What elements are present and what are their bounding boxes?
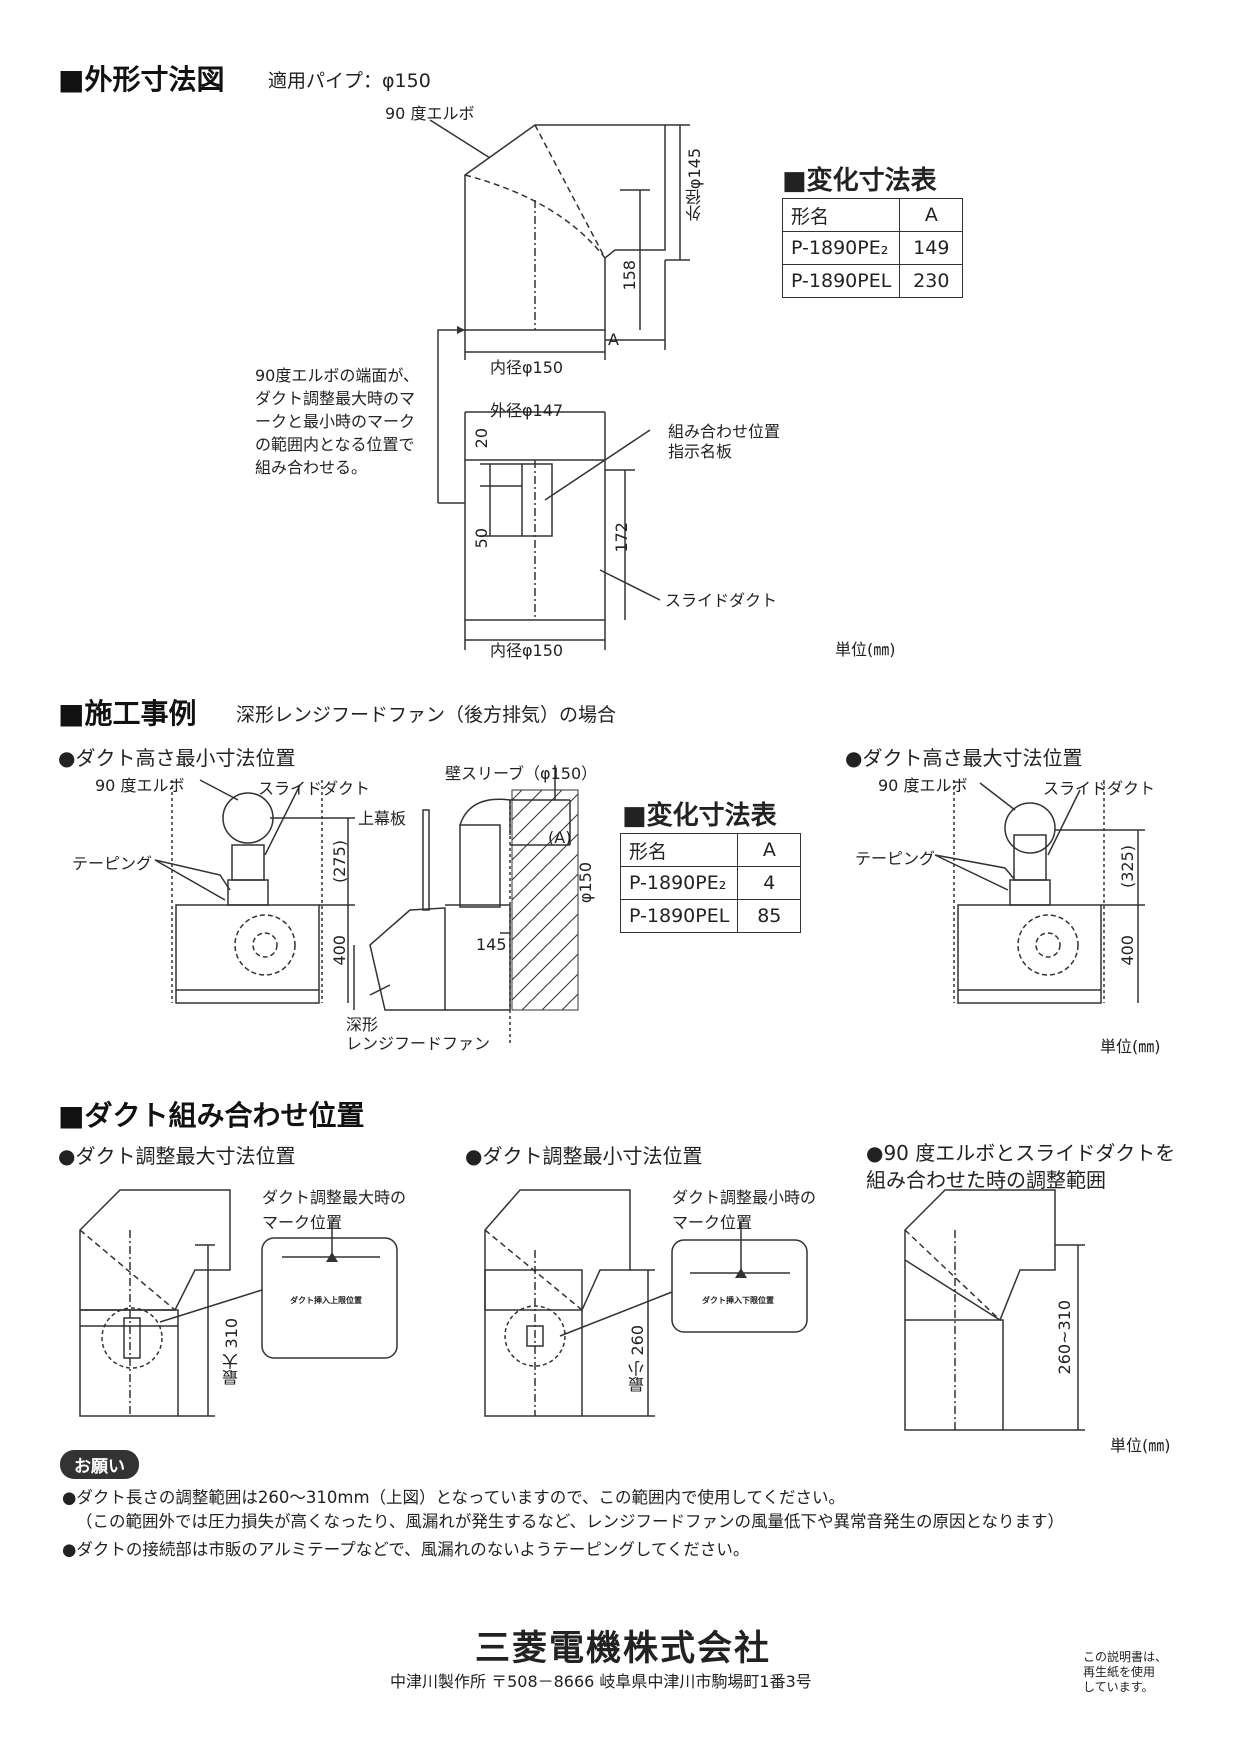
dim-145: 145 (476, 935, 507, 954)
value-cell: 85 (737, 899, 802, 933)
combo-min-dim: 最小 260 (628, 1325, 647, 1393)
outer-diameter-147: 外径φ147 (490, 401, 564, 420)
value-cell: 230 (899, 264, 964, 298)
table-row: P-1890PE₂ 4 (619, 866, 802, 900)
note-line-3: ●ダクトの接続部は市販のアルミテープなどで、風漏れのないようテーピングしてくださ… (62, 1540, 750, 1559)
combo-min-drawing (484, 1189, 808, 1417)
unit-label-2: 単位(㎜) (1100, 1037, 1161, 1056)
nameplate-label: 組み合わせ位置 指示名板 (668, 422, 781, 461)
request-badge: お願い (60, 1450, 139, 1479)
combo-range-drawing (904, 1189, 1085, 1431)
upper-board-label: 上幕板 (358, 809, 407, 828)
change-dimension-table-1: 形名 A P-1890PE₂ 149 P-1890PEL 230 (781, 198, 964, 298)
dim-a-side: (A) (548, 828, 572, 847)
header-model: 形名 (619, 833, 739, 867)
dim-400-right: 400 (1118, 935, 1137, 966)
wall-sleeve-label: 壁スリーブ（φ150） (445, 764, 598, 783)
min-elbow-label: 90 度エルボ (95, 776, 185, 795)
min-slide-label: スライドダクト (258, 779, 371, 798)
unit-label-3: 単位(㎜) (1110, 1436, 1171, 1455)
section-outline-title: ■外形寸法図 (58, 63, 225, 96)
table-header-row: 形名 A (619, 833, 802, 867)
company-name: 三菱電機株式会社 (475, 1629, 772, 1669)
hood-max-drawing (953, 780, 1145, 1004)
combo-max-drawing (79, 1189, 398, 1417)
header-a: A (899, 198, 964, 232)
max-slide-label: スライドダクト (1043, 779, 1156, 798)
change-table-title-2: ■変化寸法表 (622, 801, 777, 831)
value-cell: 149 (899, 231, 964, 265)
section-example-title: ■施工事例 (58, 697, 197, 730)
header-a: A (737, 833, 802, 867)
dim-a: A (608, 330, 619, 349)
dim-325: (325) (1118, 845, 1137, 889)
value-cell: 4 (737, 866, 802, 900)
table-row: P-1890PE₂ 149 (781, 231, 964, 265)
combo-min-plate: ダクト挿入下限位置 (702, 1296, 774, 1305)
combo-max-callout: ダクト調整最大時の マーク位置 (262, 1188, 407, 1232)
dim-20: 20 (472, 428, 491, 449)
slide-duct-label: スライドダクト (665, 591, 778, 610)
hood-min-drawing (171, 780, 355, 1004)
min-taping-label: テーピング (72, 854, 153, 873)
wall-hatching (511, 789, 579, 1011)
combo-min-title: ●ダクト調整最小寸法位置 (465, 1144, 703, 1168)
min-position-title: ●ダクト高さ最小寸法位置 (58, 746, 296, 770)
section-combination-title: ■ダクト組み合わせ位置 (58, 1099, 365, 1132)
max-taping-label: テーピング (855, 849, 936, 868)
max-position-title: ●ダクト高さ最大寸法位置 (845, 746, 1083, 770)
fan-label: 深形 レンジフードファン (346, 1015, 491, 1053)
table-header-row: 形名 A (781, 198, 964, 232)
assembly-instruction: 90度エルボの端面が、 ダクト調整最大時のマ ークと最小時のマーク の範囲内とな… (255, 366, 420, 477)
applicable-pipe: 適用パイプ：φ150 (268, 70, 431, 92)
outer-diameter-145: 外径φ145 (685, 148, 704, 222)
section-example-subtitle: 深形レンジフードファン（後方排気）の場合 (236, 704, 617, 726)
model-cell: P-1890PE₂ (619, 866, 739, 900)
unit-label-1: 単位(㎜) (835, 640, 896, 659)
dim-50: 50 (472, 528, 491, 549)
combo-range-title: ●90 度エルボとスライドダクトを 組み合わせた時の調整範囲 (866, 1141, 1176, 1192)
note-line-2: （この範囲外では圧力損失が高くなったり、風漏れが発生するなど、レンジフードファン… (76, 1512, 1065, 1531)
model-cell: P-1890PE₂ (781, 231, 901, 265)
hood-side-drawing (369, 765, 571, 1045)
note-line-1: ●ダクト長さの調整範囲は260～310mm（上図）となっていますので、この範囲内… (62, 1488, 846, 1507)
elbow-label: 90 度エルボ (385, 104, 475, 123)
change-table-title-1: ■変化寸法表 (782, 166, 937, 196)
model-cell: P-1890PEL (781, 264, 901, 298)
dim-158: 158 (620, 260, 639, 291)
table-row: P-1890PEL 85 (619, 899, 802, 933)
combo-max-title: ●ダクト調整最大寸法位置 (58, 1144, 296, 1168)
combo-range-dim: 260~310 (1055, 1300, 1074, 1375)
model-cell: P-1890PEL (619, 899, 739, 933)
dim-275: (275) (330, 840, 349, 884)
elbow-outline (464, 124, 666, 331)
dim-172: 172 (612, 522, 631, 553)
change-dimension-table-2: 形名 A P-1890PE₂ 4 P-1890PEL 85 (619, 833, 802, 933)
recycled-paper-note: この説明書は、 再生紙を使用 しています。 (1083, 1650, 1168, 1694)
max-elbow-label: 90 度エルボ (878, 776, 968, 795)
table-row: P-1890PEL 230 (781, 264, 964, 298)
company-address: 中津川製作所 〒508－8666 岐阜県中津川市駒場町1番3号 (390, 1672, 812, 1691)
combo-min-callout: ダクト調整最小時の マーク位置 (672, 1188, 817, 1232)
inner-diameter-bottom: 内径φ150 (490, 641, 564, 660)
combo-max-plate: ダクト挿入上限位置 (290, 1296, 362, 1305)
dim-phi150: φ150 (576, 862, 595, 904)
dim-400-left: 400 (330, 935, 349, 966)
header-model: 形名 (781, 198, 901, 232)
slide-duct-outline (464, 411, 606, 621)
inner-diameter-top: 内径φ150 (490, 358, 564, 377)
combo-max-dim: 最大 310 (222, 1318, 241, 1386)
